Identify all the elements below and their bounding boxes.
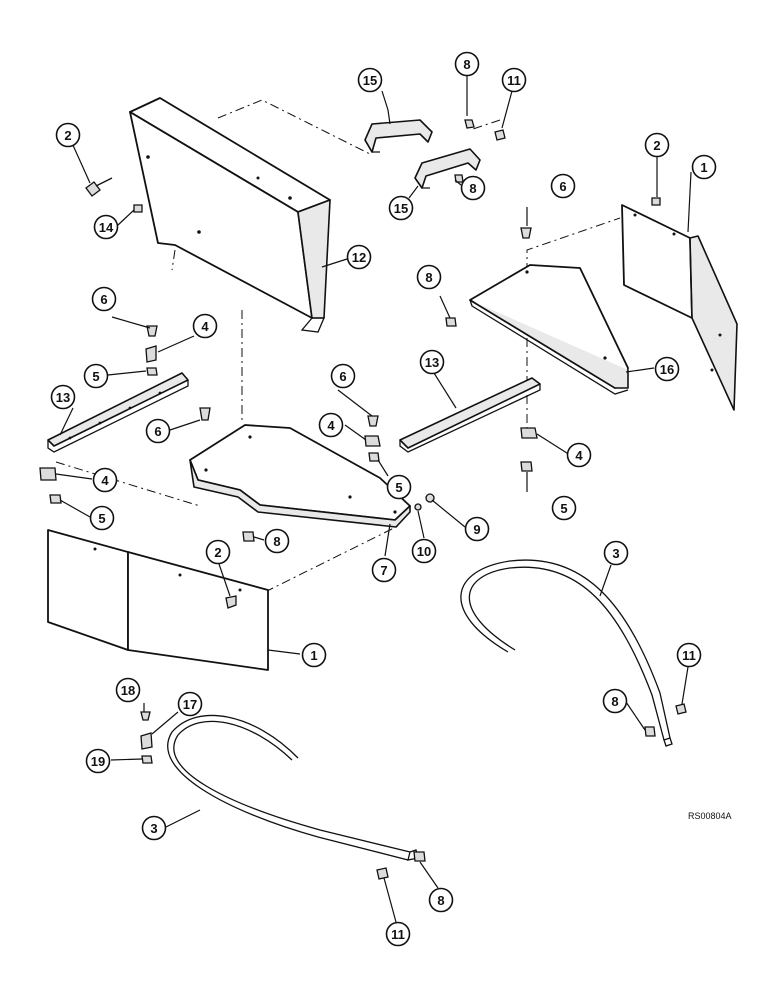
callout-5: 5 <box>386 474 412 500</box>
svg-text:15: 15 <box>363 73 377 88</box>
plate-part-16 <box>469 264 629 395</box>
svg-text:11: 11 <box>682 648 696 663</box>
shield-part-12 <box>129 97 331 333</box>
svg-text:8: 8 <box>273 534 280 549</box>
callout-5: 5 <box>89 505 115 531</box>
hardware <box>39 119 687 880</box>
callout-9: 9 <box>464 516 490 542</box>
callout-1: 1 <box>691 154 717 180</box>
svg-text:8: 8 <box>611 694 618 709</box>
leader-lines <box>55 74 692 923</box>
callout-1: 1 <box>301 642 327 668</box>
svg-text:9: 9 <box>473 522 480 537</box>
svg-text:16: 16 <box>660 362 674 377</box>
svg-text:15: 15 <box>394 201 408 216</box>
svg-text:6: 6 <box>339 369 346 384</box>
callout-11: 11 <box>385 921 411 947</box>
callout-8: 8 <box>428 887 454 913</box>
callout-17: 17 <box>177 691 203 717</box>
plate-part-7 <box>189 424 411 528</box>
callout-15: 15 <box>357 67 383 93</box>
rod-part-3-right <box>460 559 673 747</box>
callout-15: 15 <box>388 195 414 221</box>
svg-text:1: 1 <box>700 160 707 175</box>
svg-text:2: 2 <box>653 138 660 153</box>
callout-4: 4 <box>318 412 344 438</box>
callouts: 2 14 15 8 11 8 15 12 2 1 6 8 16 13 4 5 6… <box>50 51 717 947</box>
svg-text:1: 1 <box>310 648 317 663</box>
svg-text:4: 4 <box>327 418 335 433</box>
svg-text:11: 11 <box>507 73 521 88</box>
svg-text:8: 8 <box>463 57 470 72</box>
svg-text:5: 5 <box>395 480 402 495</box>
svg-text:3: 3 <box>612 546 619 561</box>
svg-text:10: 10 <box>417 544 431 559</box>
svg-text:2: 2 <box>64 128 71 143</box>
svg-text:8: 8 <box>469 181 476 196</box>
svg-text:13: 13 <box>56 390 70 405</box>
clamp-part-15-upper <box>364 119 433 153</box>
callout-5: 5 <box>83 363 109 389</box>
callout-11: 11 <box>501 67 527 93</box>
svg-text:3: 3 <box>150 821 157 836</box>
callout-8: 8 <box>602 688 628 714</box>
callout-6: 6 <box>145 418 171 444</box>
callout-11: 11 <box>676 642 702 668</box>
callout-19: 19 <box>85 748 111 774</box>
svg-text:12: 12 <box>352 250 366 265</box>
svg-text:4: 4 <box>201 319 209 334</box>
callout-6: 6 <box>91 286 117 312</box>
svg-text:18: 18 <box>121 683 135 698</box>
callout-4: 4 <box>192 313 218 339</box>
svg-text:6: 6 <box>100 292 107 307</box>
callout-12: 12 <box>346 244 372 270</box>
svg-text:13: 13 <box>425 355 439 370</box>
svg-text:11: 11 <box>391 927 405 942</box>
svg-text:17: 17 <box>183 697 197 712</box>
svg-text:5: 5 <box>560 501 567 516</box>
svg-text:5: 5 <box>92 369 99 384</box>
svg-text:4: 4 <box>575 448 583 463</box>
svg-text:2: 2 <box>214 545 221 560</box>
callout-2: 2 <box>644 132 670 158</box>
panel-part-1-lower <box>47 529 269 671</box>
callout-18: 18 <box>115 677 141 703</box>
svg-text:19: 19 <box>91 754 105 769</box>
callout-6: 6 <box>330 363 356 389</box>
rod-part-3-left <box>167 714 419 861</box>
strip-part-13-left <box>47 372 189 453</box>
callout-13: 13 <box>419 349 445 375</box>
callout-2: 2 <box>205 539 231 565</box>
svg-text:14: 14 <box>99 220 114 235</box>
drawing-code: RS00804A <box>688 811 732 821</box>
callout-8: 8 <box>454 51 480 77</box>
callout-5: 5 <box>551 495 577 521</box>
svg-text:8: 8 <box>437 893 444 908</box>
strip-part-13-right <box>399 377 541 453</box>
callout-8: 8 <box>264 528 290 554</box>
svg-text:8: 8 <box>425 270 432 285</box>
callout-4: 4 <box>92 467 118 493</box>
callout-4: 4 <box>566 442 592 468</box>
svg-text:4: 4 <box>101 473 109 488</box>
callout-16: 16 <box>654 356 680 382</box>
callout-10: 10 <box>411 538 437 564</box>
svg-text:7: 7 <box>380 563 387 578</box>
callout-2: 2 <box>55 122 81 148</box>
callout-3: 3 <box>141 815 167 841</box>
callout-8: 8 <box>416 264 442 290</box>
callout-7: 7 <box>371 557 397 583</box>
callout-14: 14 <box>93 214 119 240</box>
callout-13: 13 <box>50 384 76 410</box>
svg-text:6: 6 <box>154 424 161 439</box>
callout-3: 3 <box>603 540 629 566</box>
panel-part-1-upper <box>621 204 738 411</box>
callout-8: 8 <box>460 175 486 201</box>
svg-text:6: 6 <box>559 179 566 194</box>
svg-text:5: 5 <box>98 511 105 526</box>
callout-6: 6 <box>550 173 576 199</box>
clamp-part-15-lower <box>414 148 481 189</box>
